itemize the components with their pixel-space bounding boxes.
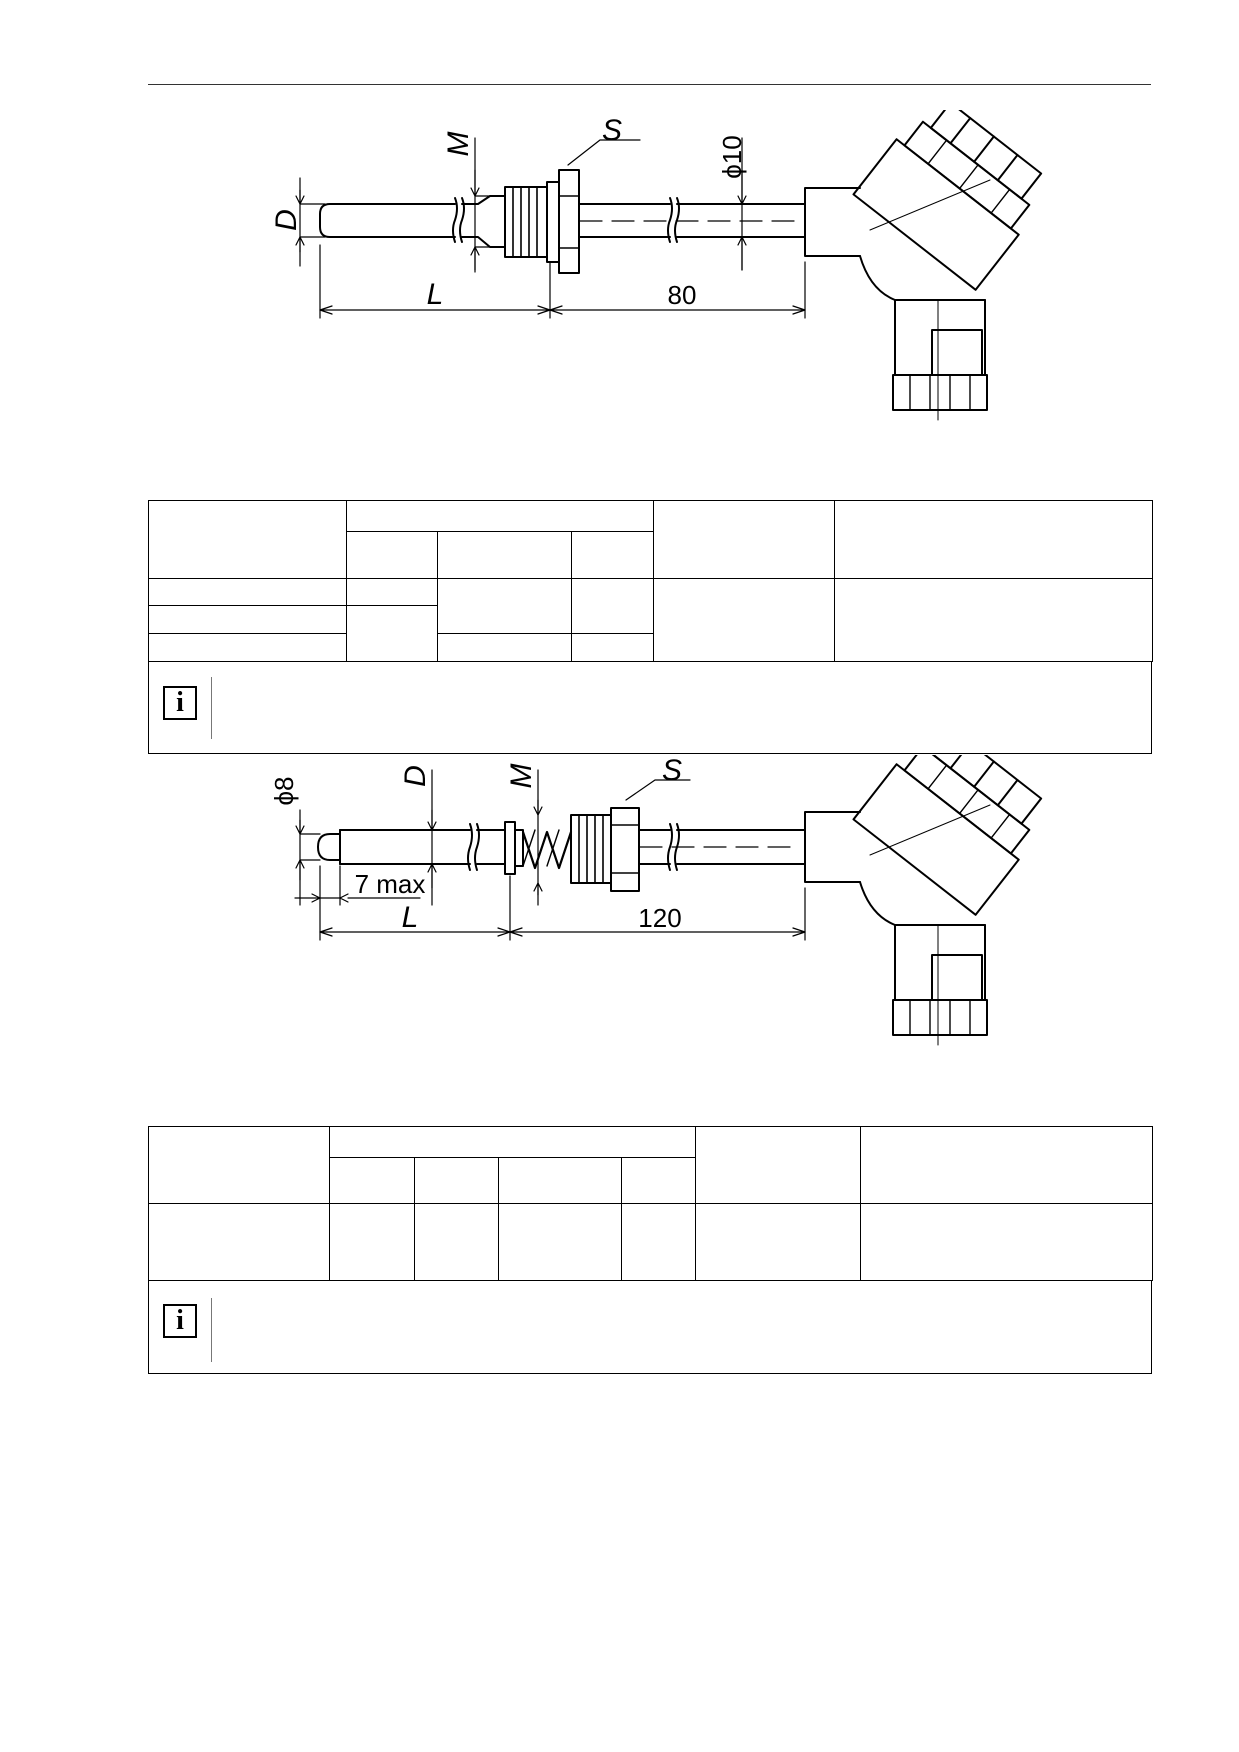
table-cell [346,605,438,662]
info-icon: i [163,686,197,720]
dim-length-label: 80 [668,280,697,310]
table-cell [437,633,572,662]
header-cell [148,500,347,579]
table-cell [346,578,438,606]
dim-length-label: 120 [638,903,681,933]
header-cell [345,500,655,532]
info-note-1: i [148,661,1152,754]
table-cell [148,578,347,606]
dim-s-label: S [602,114,622,147]
spec-table-2 [148,1126,1153,1281]
table-cell [498,1203,622,1281]
dim-d-label: D [399,765,432,787]
table-cell [570,633,655,662]
header-cell [570,531,655,579]
note-divider [211,1298,212,1362]
dim-s-label: S [662,755,682,787]
info-icon: i [163,1304,197,1338]
table-cell [148,605,347,634]
dim-d-label: D [270,209,303,231]
dim-l-label: L [427,278,444,311]
table-cell [414,1203,499,1281]
table-cell [695,1203,861,1281]
header-cell [414,1157,499,1204]
header-cell [329,1157,415,1204]
thermometer-drawing-2: ϕ8 D M S 7 max L 120 [269,755,1043,1046]
header-cell [834,500,1154,579]
table-cell [860,1203,1153,1281]
header-cell [653,500,836,579]
header-cell [148,1126,330,1204]
table-cell [834,578,1154,662]
table-cell [621,1203,696,1281]
table-cell [148,633,347,662]
table-cell [437,578,572,634]
header-cell [621,1157,696,1204]
thermometer-drawing-1: D M S ϕ10 L 80 [270,110,1043,421]
table-cell [329,1203,415,1281]
header-cell [346,531,438,579]
table-cell [653,578,836,662]
dim-m-label: M [442,132,475,157]
note-divider [211,677,212,739]
header-cell [860,1126,1153,1204]
header-cell [437,531,572,579]
table-cell [148,1203,330,1281]
table-cell [570,578,655,634]
info-note-2: i [148,1280,1152,1374]
spec-table-1 [148,500,1154,662]
header-cell [695,1126,861,1204]
dim-phi-label: ϕ10 [717,135,747,178]
header-rule [148,84,1151,85]
dim-phi-label: ϕ8 [269,776,299,805]
header-cell [498,1157,622,1204]
dim-tip-label: 7 max [355,869,426,899]
dim-l-label: L [402,901,419,934]
header-cell [329,1126,696,1158]
dim-m-label: M [505,764,538,789]
